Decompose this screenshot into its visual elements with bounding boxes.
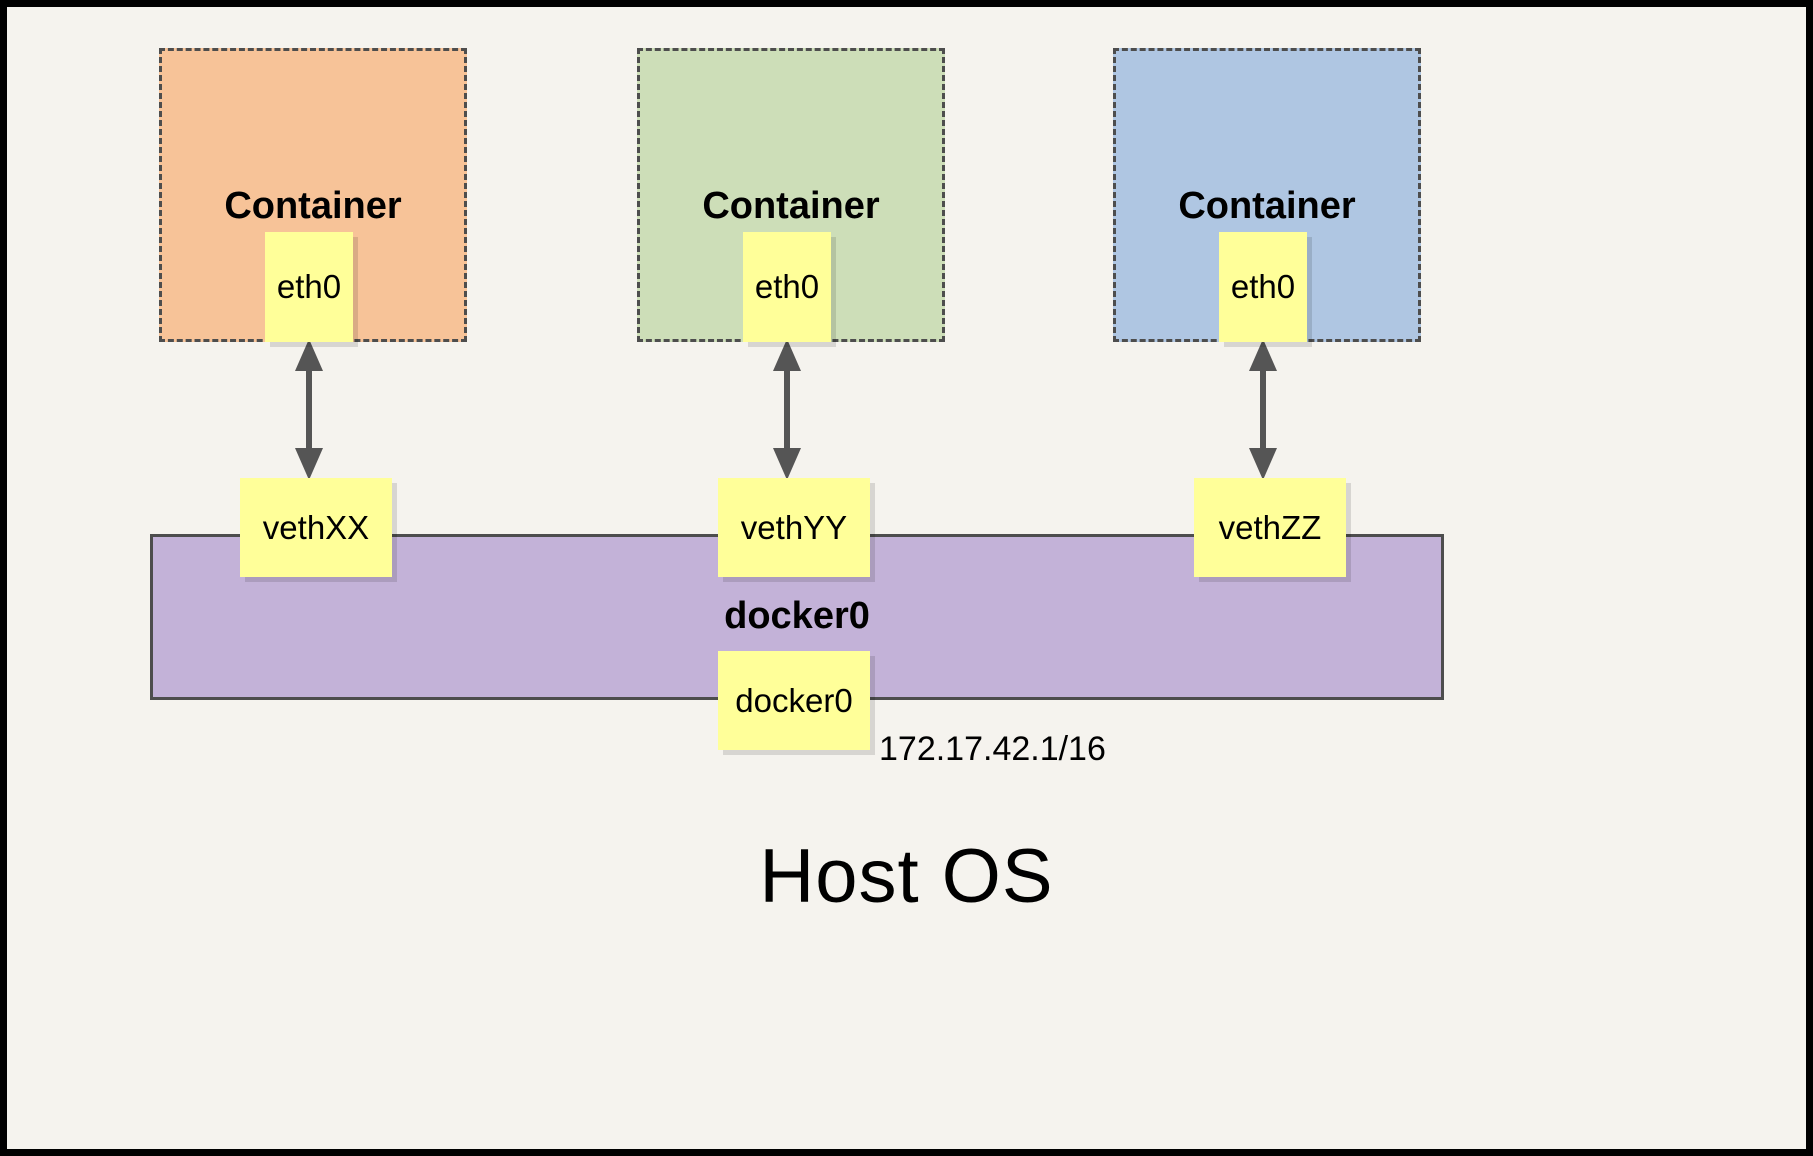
- link-arrow-2: [773, 339, 801, 480]
- container-title-3: Container: [1178, 185, 1356, 227]
- host-os-panel: Container eth0 Container eth0 Container …: [7, 7, 1806, 1149]
- container-title-2: Container: [702, 185, 880, 227]
- docker0-ip-label: 172.17.42.1/16: [879, 730, 1106, 768]
- veth-box-2: vethYY: [718, 478, 870, 577]
- veth-box-1: vethXX: [240, 478, 392, 577]
- container-title-1: Container: [224, 185, 402, 227]
- link-arrow-3: [1249, 339, 1277, 480]
- host-os-label: Host OS: [759, 834, 1054, 919]
- docker0-bridge-label: docker0: [724, 595, 870, 637]
- link-arrow-1: [295, 339, 323, 480]
- docker0-interface-box: docker0: [718, 651, 870, 750]
- container-eth0-box-3: eth0: [1219, 232, 1307, 342]
- container-eth0-box-2: eth0: [743, 232, 831, 342]
- container-eth0-box-1: eth0: [265, 232, 353, 342]
- veth-box-3: vethZZ: [1194, 478, 1346, 577]
